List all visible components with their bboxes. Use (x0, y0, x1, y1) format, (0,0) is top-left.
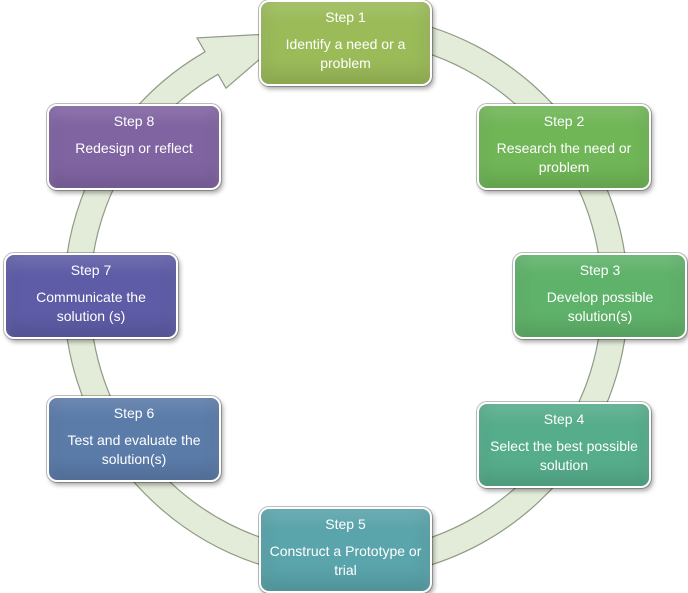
step-1-text: Identify a need or a problem (285, 36, 406, 71)
step-2-box: Step 2 Research the need or problem (476, 103, 652, 191)
step-2-title: Step 2 (543, 113, 585, 129)
step-7-title: Step 7 (70, 262, 112, 278)
step-1-title: Step 1 (325, 9, 366, 25)
step-6-text: Test and evaluate the solution(s) (67, 432, 201, 467)
step-2-text: Research the need or problem (496, 140, 632, 175)
step-3-box: Step 3 Develop possible solution(s) (512, 252, 688, 340)
step-5-text: Construct a Prototype or trial (269, 543, 422, 578)
step-7-text: Communicate the solution (s) (36, 289, 146, 324)
step-5-title: Step 5 (325, 516, 366, 532)
step-4-text: Select the best possible solution (490, 438, 638, 473)
step-3-title: Step 3 (579, 262, 621, 278)
step-8-text: Redesign or reflect (75, 140, 193, 156)
step-6-title: Step 6 (113, 405, 155, 421)
step-7-box: Step 7 Communicate the solution (s) (3, 252, 179, 340)
step-8-box: Step 8 Redesign or reflect (46, 103, 222, 191)
step-3-text: Develop possible solution(s) (546, 289, 654, 324)
step-4-box: Step 4 Select the best possible solution (476, 401, 652, 489)
step-6-box: Step 6 Test and evaluate the solution(s) (46, 395, 222, 483)
step-1-box: Step 1 Identify a need or a problem (258, 0, 433, 87)
step-5-box: Step 5 Construct a Prototype or trial (258, 506, 433, 593)
step-8-title: Step 8 (113, 113, 155, 129)
step-4-title: Step 4 (543, 411, 585, 427)
